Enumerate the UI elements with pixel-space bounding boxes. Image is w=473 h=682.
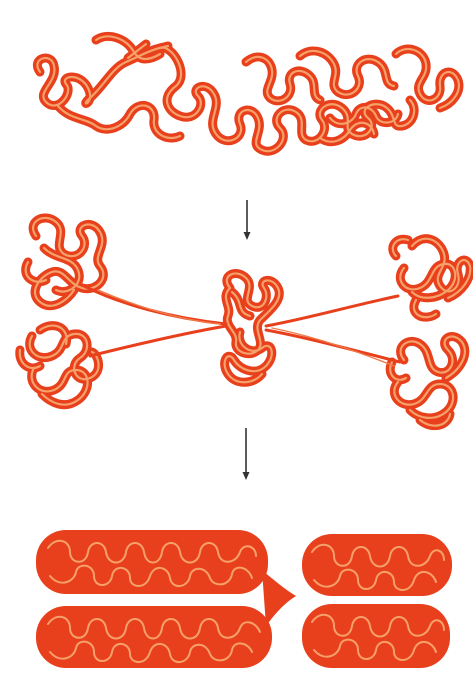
arrow-1-head xyxy=(244,232,251,240)
strand-right-lower xyxy=(266,330,400,362)
chromatid-lower-left xyxy=(36,606,272,668)
strand-left-upper xyxy=(84,286,226,324)
condensed-chromosome xyxy=(36,530,452,668)
arrow-1 xyxy=(244,200,251,240)
condensing-chromosome xyxy=(20,218,470,426)
fiber-highlight xyxy=(37,36,458,151)
chromatid-bodies xyxy=(36,530,452,668)
strand-right-upper xyxy=(266,296,398,326)
centromere xyxy=(262,570,296,626)
arrow-2-head xyxy=(243,472,250,480)
strand-left-lower xyxy=(90,326,226,356)
extended-chromatin-fiber xyxy=(37,36,458,151)
extended-chromatin xyxy=(37,36,458,151)
strand-left-upper-2 xyxy=(98,290,220,324)
fiber-segment xyxy=(58,105,180,138)
arrow-2 xyxy=(243,428,250,480)
fiber-tube xyxy=(20,218,470,426)
fiber-segment xyxy=(246,57,320,101)
condensing-chromosome-fiber xyxy=(20,218,470,426)
